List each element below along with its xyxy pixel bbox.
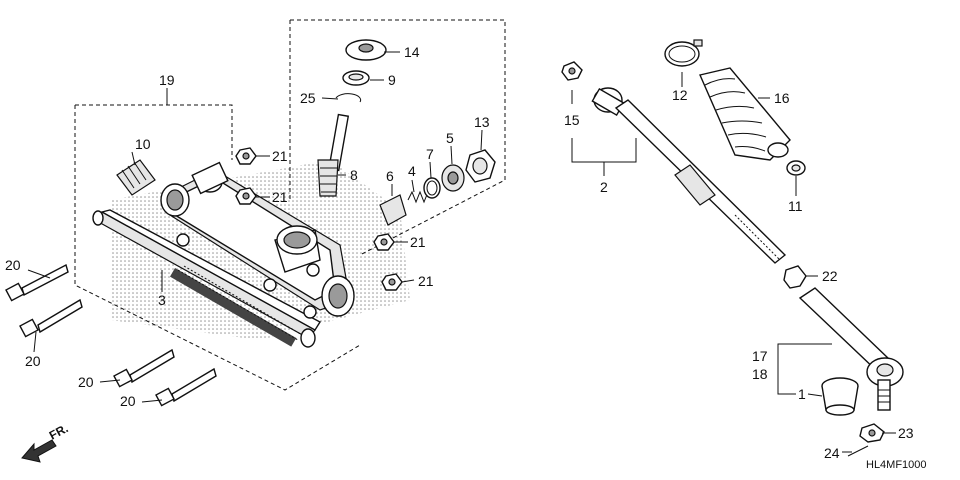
dust-boot-1: [821, 377, 859, 416]
tie-rod-2: [591, 87, 787, 264]
label-22: 22: [822, 268, 838, 284]
nut-15: [561, 61, 583, 81]
label-7: 7: [426, 146, 434, 162]
bracket-pinion-group: [290, 19, 506, 256]
label-3: 3: [158, 292, 166, 308]
part-7-oring: [423, 177, 441, 199]
label-21-d: 21: [418, 273, 434, 289]
bolt-20-c: [113, 348, 175, 388]
part-8-pinion: [317, 113, 350, 197]
clamp-12: [664, 39, 703, 67]
part-4-spring: [407, 190, 429, 204]
diagram-code: HL4MF1000: [866, 459, 927, 471]
label-23: 23: [898, 425, 914, 441]
bracket-17-18: [777, 343, 796, 395]
label-10: 10: [135, 136, 151, 152]
label-11: 11: [788, 198, 803, 214]
front-direction-label: FR.: [47, 421, 71, 442]
label-5: 5: [446, 130, 454, 146]
part-13-locknut: [465, 149, 496, 183]
label-15: 15: [564, 112, 580, 128]
tie-rod-end: [798, 287, 904, 411]
part-10-mount: [116, 159, 156, 196]
gearbox-housing: [160, 161, 355, 319]
bracket-19: [74, 105, 361, 391]
nut-23: [859, 423, 885, 443]
nut-21-a: [235, 147, 257, 165]
nut-22: [783, 265, 807, 289]
label-2: 2: [600, 179, 608, 195]
clip-11: [786, 160, 806, 176]
label-1: 1: [798, 386, 806, 402]
bolt-20-d: [155, 367, 217, 407]
nut-21-c: [373, 233, 395, 251]
label-21-c: 21: [410, 234, 426, 250]
nut-21-d: [381, 273, 403, 291]
part-6-yoke: [379, 194, 407, 226]
label-9: 9: [388, 72, 396, 88]
label-20-c: 20: [78, 374, 94, 390]
label-21-b: 21: [272, 189, 288, 205]
part-25-clip: [335, 93, 362, 103]
label-20-b: 20: [25, 353, 41, 369]
leader-lines: [27, 51, 896, 453]
label-8: 8: [350, 167, 358, 183]
cotter-pin-24: [847, 445, 869, 457]
bolt-20-a: [5, 263, 69, 302]
part-14-cap: [345, 39, 387, 61]
steering-rack: [92, 209, 321, 348]
boot-16: [699, 67, 791, 161]
label-12: 12: [672, 87, 688, 103]
bolt-20-b: [19, 298, 83, 338]
label-25: 25: [300, 90, 316, 106]
label-16: 16: [774, 90, 790, 106]
part-5-plug: [441, 164, 465, 192]
label-19: 19: [159, 72, 175, 88]
label-4: 4: [408, 163, 416, 179]
label-14: 14: [404, 44, 420, 60]
bracket-2: [571, 138, 637, 163]
nut-21-b: [235, 187, 257, 205]
label-13: 13: [474, 114, 490, 130]
label-20-a: 20: [5, 257, 21, 273]
part-9-seal: [342, 70, 370, 86]
front-direction-arrow-icon: [21, 439, 57, 463]
label-6: 6: [386, 168, 394, 184]
label-24: 24: [824, 445, 840, 461]
label-21-a: 21: [272, 148, 288, 164]
label-18: 18: [752, 366, 768, 382]
label-20-d: 20: [120, 393, 136, 409]
label-17: 17: [752, 348, 768, 364]
